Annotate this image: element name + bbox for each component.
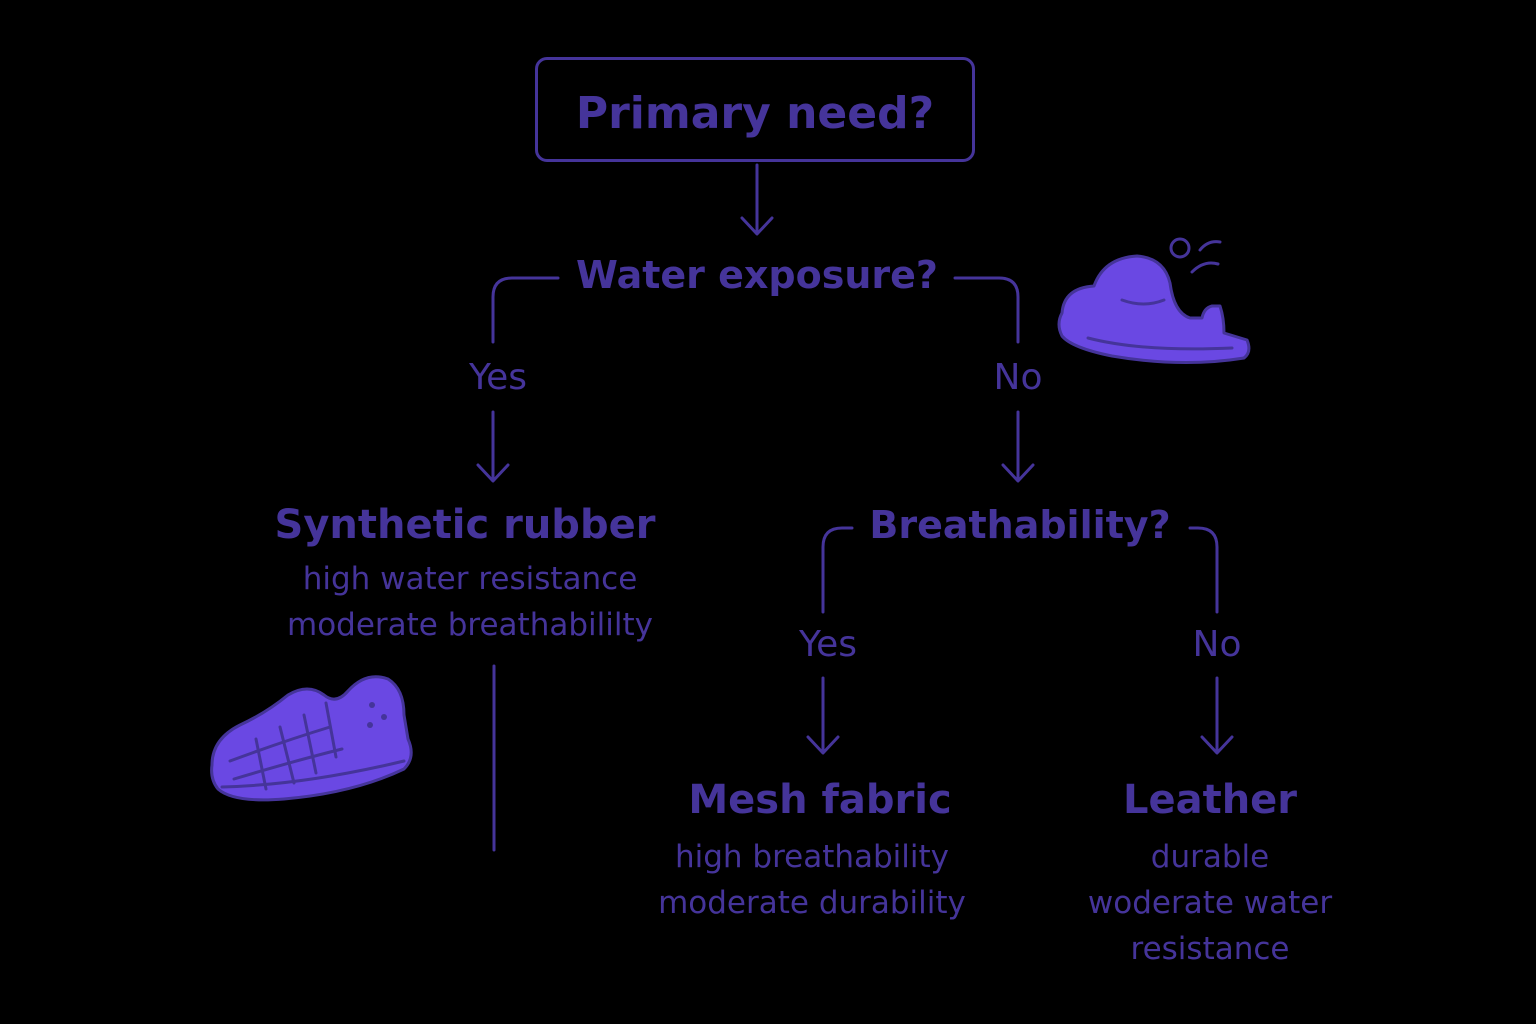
connector-breath-no-upper xyxy=(1188,526,1219,614)
water-exposure-question: Water exposure? xyxy=(576,253,938,297)
leather-line-3: resistance xyxy=(1130,931,1290,967)
synthetic-rubber-line-2: moderate breathabililty xyxy=(287,607,653,643)
mesh-fabric-line-1: high breathability xyxy=(674,839,950,875)
arrowhead-water-no xyxy=(1001,463,1035,483)
water-shoe-icon xyxy=(210,675,413,802)
leather-line-1: durable xyxy=(1150,839,1270,875)
sandal-icon xyxy=(1057,237,1251,365)
synthetic-rubber-line-1: high water resistance xyxy=(302,561,638,597)
synthetic-rubber-title: Synthetic rubber xyxy=(274,502,656,548)
shoe-perforation xyxy=(381,714,387,720)
breathability-question: Breathability? xyxy=(869,503,1171,547)
arrowhead-root-to-water xyxy=(740,216,774,236)
mesh-fabric-line-2: moderate durability xyxy=(658,885,966,921)
shoe-perforation xyxy=(369,702,375,708)
leather-title: Leather xyxy=(1122,777,1298,823)
arrowhead-breath-yes xyxy=(806,735,840,755)
connector-water-no-upper xyxy=(953,276,1020,344)
connector-water-yes-upper xyxy=(491,276,560,344)
arrowhead-breath-no xyxy=(1200,735,1234,755)
mesh-fabric-title: Mesh fabric xyxy=(688,777,952,823)
breath-no-label: No xyxy=(1192,624,1242,665)
root-node-label: Primary need? xyxy=(575,88,935,139)
leather-line-2: woderate water xyxy=(1087,885,1333,921)
shoe-perforation xyxy=(367,722,373,728)
water-yes-label: Yes xyxy=(468,357,528,398)
root-node-box xyxy=(535,57,975,162)
breath-yes-label: Yes xyxy=(798,624,858,665)
arrowhead-water-yes xyxy=(476,463,510,483)
connector-breath-yes-upper xyxy=(821,526,854,614)
water-no-label: No xyxy=(993,357,1043,398)
